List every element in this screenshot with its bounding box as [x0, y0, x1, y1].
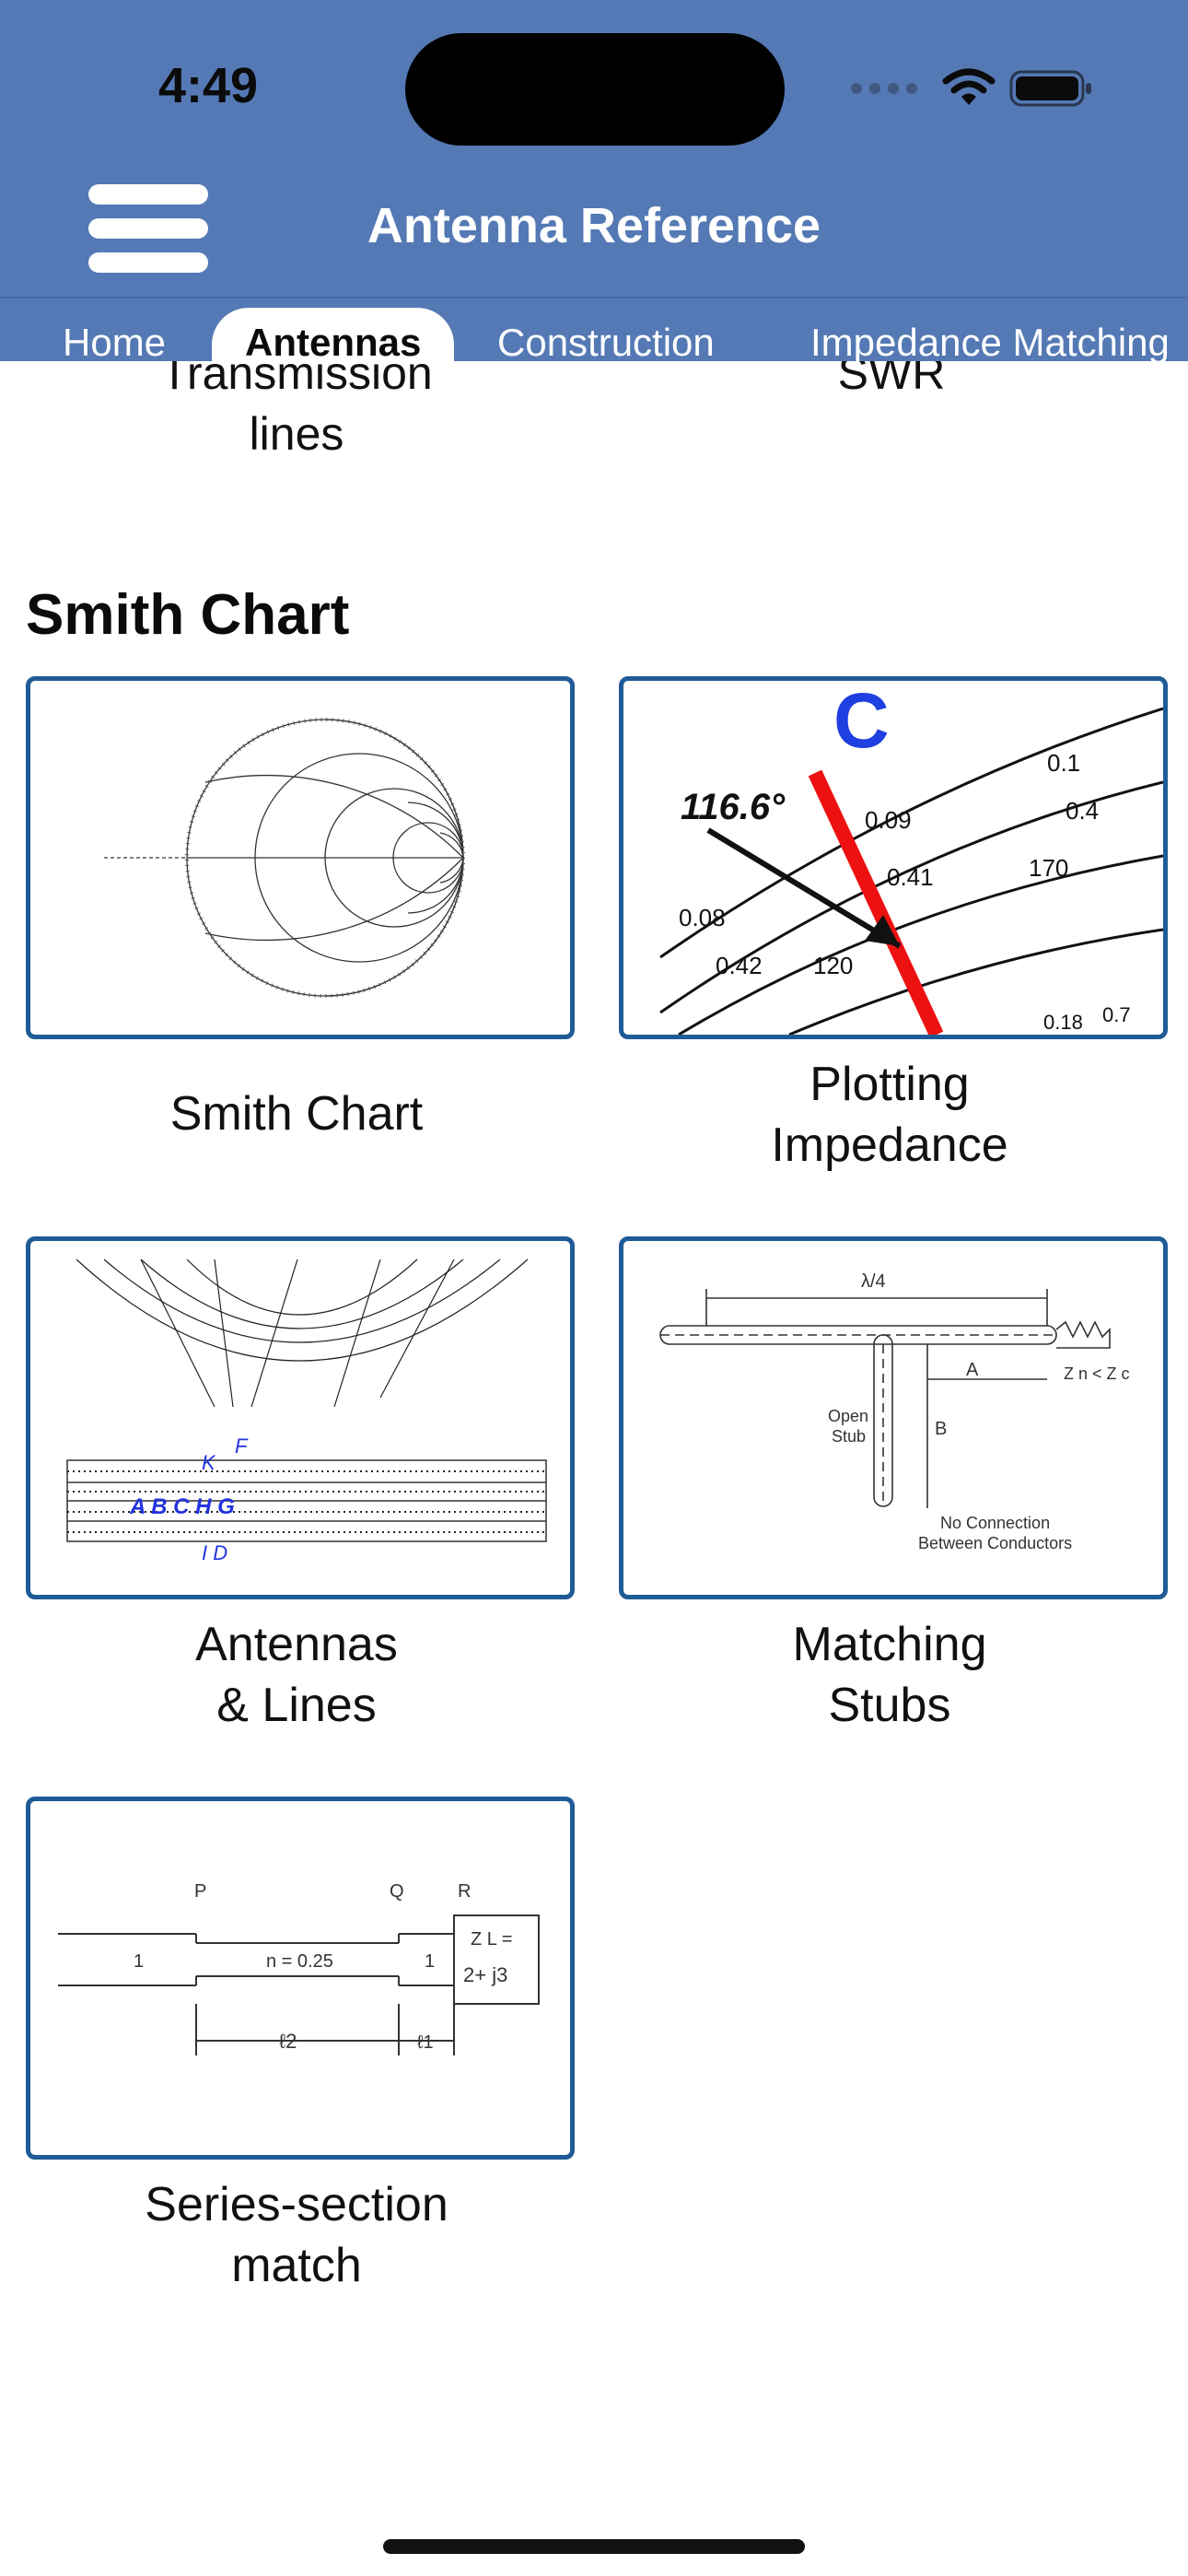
svg-text:0.42: 0.42 — [716, 952, 763, 979]
svg-text:0.4: 0.4 — [1066, 797, 1099, 825]
series-section-match-image: P Q R 1 n = 0.25 1 Z L = 2+ j3 ℓ2 ℓ1 — [58, 1881, 540, 2055]
hamburger-menu-icon[interactable] — [88, 184, 208, 273]
smith-chart-thumbnail[interactable] — [26, 676, 575, 1039]
plotting-impedance-label: Plotting Impedance — [771, 1058, 1008, 1172]
matching-stubs-image: λ/4 A B Z n < Z c Open Stub No Connectio… — [659, 1271, 1130, 1552]
svg-text:1: 1 — [134, 1951, 144, 1972]
app-title: Antenna Reference — [367, 198, 821, 253]
antennas-and-lines-label: Antennas & Lines — [195, 1618, 398, 1732]
svg-text:P: P — [194, 1881, 206, 1902]
matching-stubs-thumbnail[interactable]: λ/4 A B Z n < Z c Open Stub No Connectio… — [619, 1236, 1168, 1599]
matching-stubs-label: Matching Stubs — [792, 1618, 987, 1732]
series-section-match-thumbnail[interactable]: P Q R 1 n = 0.25 1 Z L = 2+ j3 ℓ2 ℓ1 — [26, 1797, 575, 2160]
antennas-and-lines-image: A B C H G K F I D — [66, 1259, 547, 1564]
svg-text:Between Conductors: Between Conductors — [918, 1534, 1072, 1552]
antennas-and-lines-thumbnail[interactable]: A B C H G K F I D — [26, 1236, 575, 1599]
svg-text:I D: I D — [202, 1541, 227, 1564]
svg-text:ℓ2: ℓ2 — [279, 2030, 297, 2053]
status-time: 4:49 — [158, 58, 259, 113]
svg-text:A: A — [966, 1360, 979, 1380]
svg-text:K: K — [202, 1451, 216, 1474]
plotting-impedance-image: C 116.6° 0.1 0.4 0.09 0.41 170 0.08 0.42… — [659, 681, 1163, 1035]
tab-home[interactable]: Home — [63, 321, 167, 361]
svg-text:116.6°: 116.6° — [681, 787, 786, 827]
status-icons — [851, 68, 1094, 109]
dynamic-island — [405, 33, 785, 146]
plotting-impedance-thumbnail[interactable]: C 116.6° 0.1 0.4 0.09 0.41 170 0.08 0.42… — [619, 676, 1168, 1039]
svg-text:0.08: 0.08 — [679, 904, 726, 931]
svg-text:2+ j3: 2+ j3 — [463, 1963, 507, 1986]
svg-text:1: 1 — [425, 1951, 435, 1972]
home-indicator[interactable] — [383, 2539, 805, 2554]
svg-text:A B C H G: A B C H G — [129, 1494, 235, 1519]
svg-text:R: R — [458, 1881, 471, 1902]
wifi-icon — [942, 68, 996, 105]
tab-antennas[interactable]: Antennas — [212, 308, 455, 361]
smith-chart-image — [104, 718, 465, 998]
svg-text:n = 0.25: n = 0.25 — [266, 1951, 333, 1972]
svg-text:120: 120 — [813, 952, 853, 979]
svg-text:0.09: 0.09 — [865, 806, 912, 834]
svg-text:0.7: 0.7 — [1102, 1003, 1131, 1026]
svg-text:λ/4: λ/4 — [861, 1271, 886, 1292]
svg-text:0.41: 0.41 — [887, 863, 934, 891]
svg-text:No Connection: No Connection — [940, 1514, 1050, 1532]
svg-text:Stub: Stub — [832, 1427, 866, 1446]
svg-text:ℓ1: ℓ1 — [417, 2032, 434, 2053]
svg-text:Z L =: Z L = — [471, 1929, 512, 1950]
tab-bar: Home Antennas Construction Impedance Mat… — [0, 297, 1188, 361]
cellular-signal-icon — [851, 83, 917, 94]
battery-icon — [1009, 70, 1091, 107]
svg-text:0.18: 0.18 — [1043, 1011, 1083, 1034]
smith-chart-label: Smith Chart — [169, 1087, 424, 1141]
svg-text:0.1: 0.1 — [1047, 749, 1080, 777]
section-title-smith-chart: Smith Chart — [26, 583, 350, 647]
svg-text:Z n < Z c: Z n < Z c — [1064, 1364, 1130, 1383]
tab-impedance-matching[interactable]: Impedance Matching — [810, 321, 1170, 361]
app-header: 4:49 Antenna Reference — [0, 0, 1188, 297]
svg-text:F: F — [235, 1434, 249, 1458]
svg-text:Q: Q — [390, 1881, 404, 1902]
svg-text:170: 170 — [1029, 854, 1068, 882]
svg-text:B: B — [935, 1419, 947, 1439]
svg-text:Open: Open — [828, 1407, 868, 1425]
series-section-match-label: Series-section match — [145, 2178, 448, 2292]
tab-construction[interactable]: Construction — [497, 321, 715, 361]
svg-text:C: C — [833, 681, 890, 764]
